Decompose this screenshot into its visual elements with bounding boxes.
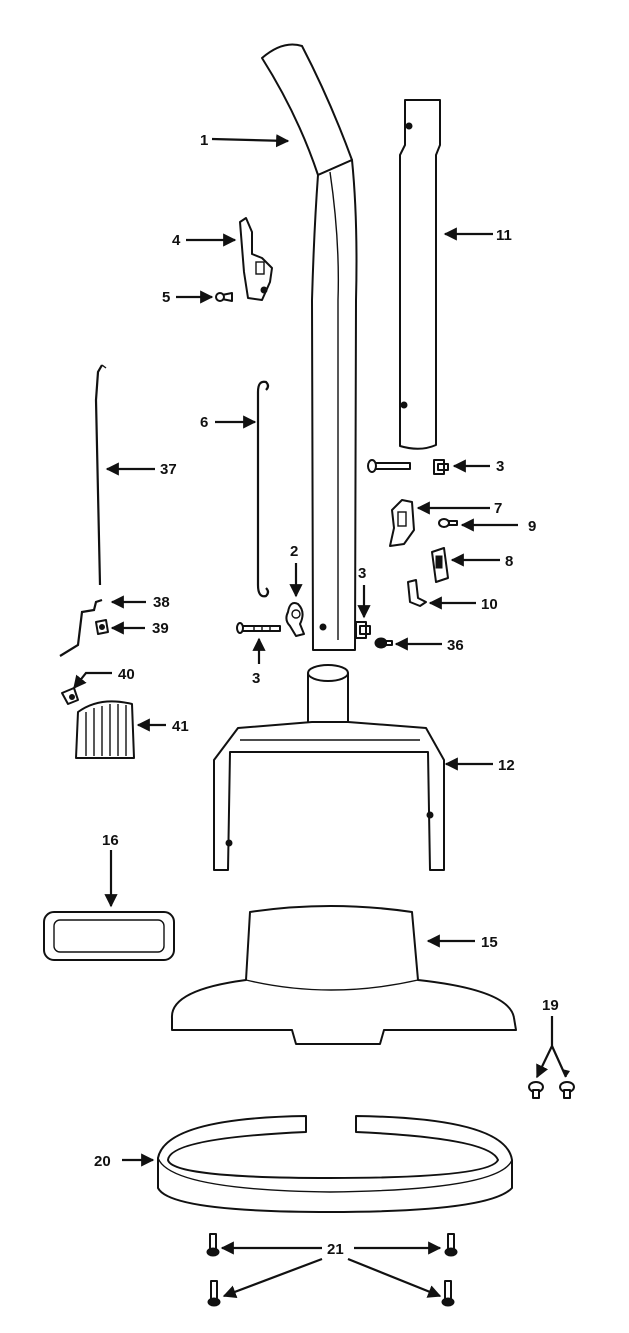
- latch-block-part: [431, 547, 449, 583]
- callout-19: 19: [542, 997, 559, 1014]
- bent-wire-part: [59, 598, 103, 657]
- bolt-part-3-right: [367, 459, 411, 473]
- motor-hood-part: [170, 905, 517, 1045]
- callout-3-right: 3: [496, 458, 504, 475]
- callout-41: 41: [172, 718, 189, 735]
- screw-part-9: [438, 518, 458, 528]
- hook-rod-part: [256, 380, 270, 598]
- screw-part-21-d: [441, 1280, 455, 1307]
- filter-frame-part: [43, 911, 175, 961]
- clip-part-10: [407, 579, 427, 607]
- handle-grip-part: [261, 43, 353, 176]
- callout-37: 37: [160, 461, 177, 478]
- callout-40: 40: [118, 666, 135, 683]
- leader-1: [211, 134, 290, 148]
- screw-part-5: [215, 292, 233, 302]
- callout-8: 8: [505, 553, 513, 570]
- callout-6: 6: [200, 414, 208, 431]
- leader-19-a: [536, 1016, 554, 1079]
- callout-10: 10: [481, 596, 498, 613]
- callout-3-center: 3: [358, 565, 366, 582]
- callout-3-left: 3: [252, 670, 260, 687]
- bolt-part-3-left: [236, 622, 281, 634]
- callout-15: 15: [481, 934, 498, 951]
- screw-part-21-a: [206, 1233, 220, 1257]
- callout-2: 2: [290, 543, 298, 560]
- leader-21-d: [347, 1257, 442, 1298]
- callout-21: 21: [327, 1241, 344, 1258]
- screw-part-40: [61, 687, 79, 705]
- screw-part-36: [374, 637, 393, 649]
- callout-11: 11: [496, 227, 512, 244]
- callout-20: 20: [94, 1153, 111, 1170]
- leader-21-c: [222, 1257, 323, 1298]
- nut-part-3-right: [433, 459, 449, 475]
- lower-tube-part: [399, 99, 441, 450]
- screw-part-21-c: [207, 1280, 221, 1307]
- callout-16: 16: [102, 832, 119, 849]
- cord-clip-part: [285, 602, 305, 637]
- latch-bracket-part: [389, 499, 415, 547]
- screw-part-21-b: [444, 1233, 458, 1257]
- pedal-part: [75, 700, 135, 759]
- callout-9: 9: [528, 518, 536, 535]
- handle-tube-part: [311, 159, 358, 651]
- bumper-ring-part: [157, 1115, 513, 1213]
- nut-part-3-center: [355, 621, 371, 639]
- callout-12: 12: [498, 757, 515, 774]
- rivet-pair-part: [528, 1081, 575, 1099]
- handle-bracket-part: [239, 217, 273, 301]
- leader-40: [73, 671, 112, 690]
- leader-19-b-head: [562, 1069, 570, 1077]
- callout-7: 7: [494, 500, 502, 517]
- callout-36: 36: [447, 637, 464, 654]
- callout-39: 39: [152, 620, 169, 637]
- nut-part-39: [95, 619, 109, 635]
- release-rod-part: [94, 364, 107, 586]
- callout-labels: 1 4 5 11 6 37 3 7 9 8 10 2 3 36 3 38 39 …: [94, 132, 559, 1258]
- callout-1: 1: [200, 132, 208, 149]
- callout-4: 4: [172, 232, 181, 249]
- leader-arrows: [73, 134, 570, 1298]
- callout-5: 5: [162, 289, 170, 306]
- callout-38: 38: [153, 594, 170, 611]
- yoke-part: [213, 664, 445, 871]
